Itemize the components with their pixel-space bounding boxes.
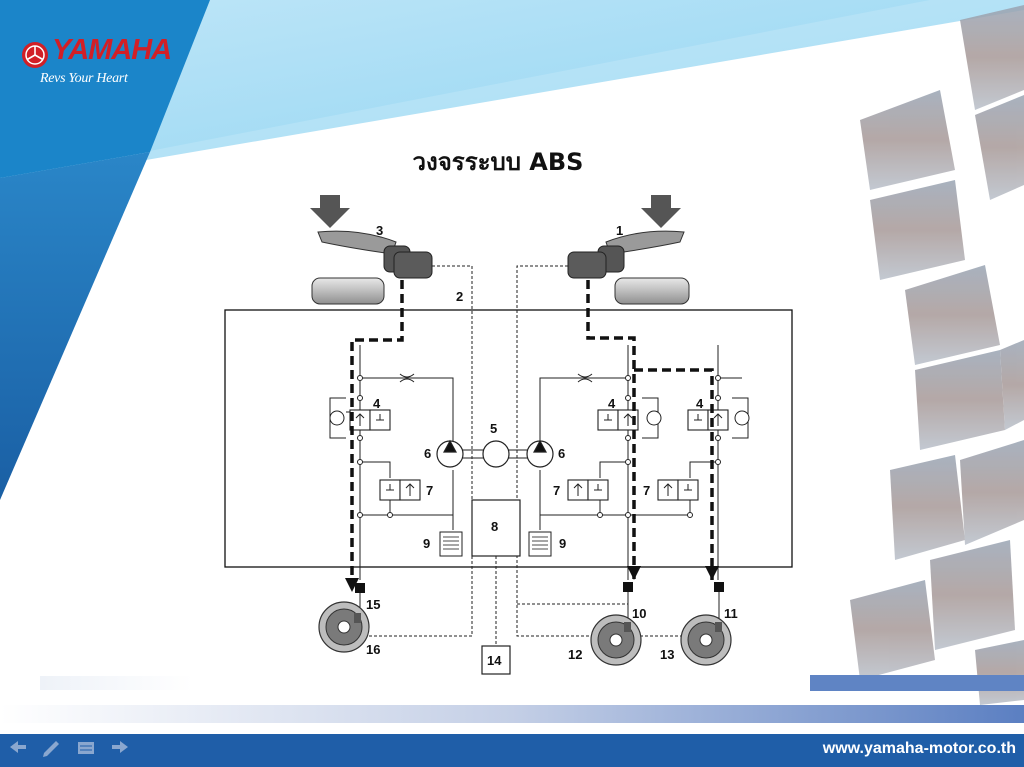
callout-7-left: 7 <box>426 483 433 498</box>
blue-corner-panel <box>0 0 210 178</box>
abs-ecu <box>471 499 521 557</box>
orifice-symbol <box>399 373 593 383</box>
callout-10: 10 <box>632 606 646 621</box>
slide-title: วงจรระบบ ABS <box>412 148 584 176</box>
callout-1: 1 <box>616 223 623 238</box>
callout-5: 5 <box>490 421 497 436</box>
valve-symbols <box>355 413 723 426</box>
pen-icon[interactable] <box>43 741 59 757</box>
pump-motor <box>482 440 510 468</box>
rear-brake-lever <box>567 230 685 279</box>
back-arrow-icon[interactable] <box>10 741 26 753</box>
footer-bar <box>0 734 1024 767</box>
callout-14: 14 <box>487 653 502 668</box>
sensor-lead <box>359 592 720 620</box>
right-handlebar-grip <box>614 277 690 305</box>
brand-wordmark: YAMAHA <box>52 34 172 66</box>
slide-nav-controls <box>10 741 128 757</box>
buffer-chamber <box>439 531 552 557</box>
hydraulic-unit-box <box>224 309 793 568</box>
accent-bar-left <box>40 676 193 690</box>
callout-4-right: 4 <box>696 396 704 411</box>
callout-4-left: 4 <box>373 396 381 411</box>
callout-6-left: 6 <box>424 446 431 461</box>
checkered-flag-graphic <box>850 5 1024 705</box>
website-url[interactable]: www.yamaha-motor.co.th <box>822 740 1016 757</box>
callout-7-mid: 7 <box>553 483 560 498</box>
wheel-sensor <box>355 582 724 593</box>
callout-11: 11 <box>724 606 738 621</box>
valve7-symbols <box>386 483 692 496</box>
hydraulic-pump <box>436 439 554 468</box>
pressure-flow-arrow <box>345 566 719 592</box>
forward-arrow-icon[interactable] <box>112 741 128 753</box>
brand-tagline: Revs Your Heart <box>40 71 128 86</box>
callout-9-right: 9 <box>559 536 566 551</box>
callout-3: 3 <box>376 223 383 238</box>
callout-4-mid: 4 <box>608 396 616 411</box>
accent-bar-right <box>810 675 1024 691</box>
sensor-wiring <box>360 265 690 646</box>
gradient-stripe <box>0 705 1024 723</box>
callout-labels: 1 2 3 4 4 4 5 6 6 7 7 7 8 9 9 10 11 12 1… <box>366 223 738 668</box>
callout-9-left: 9 <box>423 536 430 551</box>
check-valve <box>329 397 750 439</box>
callout-12: 12 <box>568 647 582 662</box>
callout-13: 13 <box>660 647 674 662</box>
blue-diagonal-band <box>0 152 150 500</box>
callout-15: 15 <box>366 597 380 612</box>
left-handlebar-grip <box>311 277 385 305</box>
callout-8: 8 <box>491 519 498 534</box>
front-brake-lever <box>317 230 433 279</box>
junction-node <box>357 375 721 518</box>
brake-pressure-path <box>350 280 714 585</box>
callout-16: 16 <box>366 642 380 657</box>
callout-7-right: 7 <box>643 483 650 498</box>
callout-2: 2 <box>456 289 463 304</box>
lever-force-arrow <box>310 195 681 228</box>
brake-disc <box>318 601 732 666</box>
abs-warning-light <box>481 645 511 675</box>
menu-icon[interactable] <box>78 742 94 754</box>
callout-6-right: 6 <box>558 446 565 461</box>
tuning-fork-emblem-icon <box>22 42 48 68</box>
